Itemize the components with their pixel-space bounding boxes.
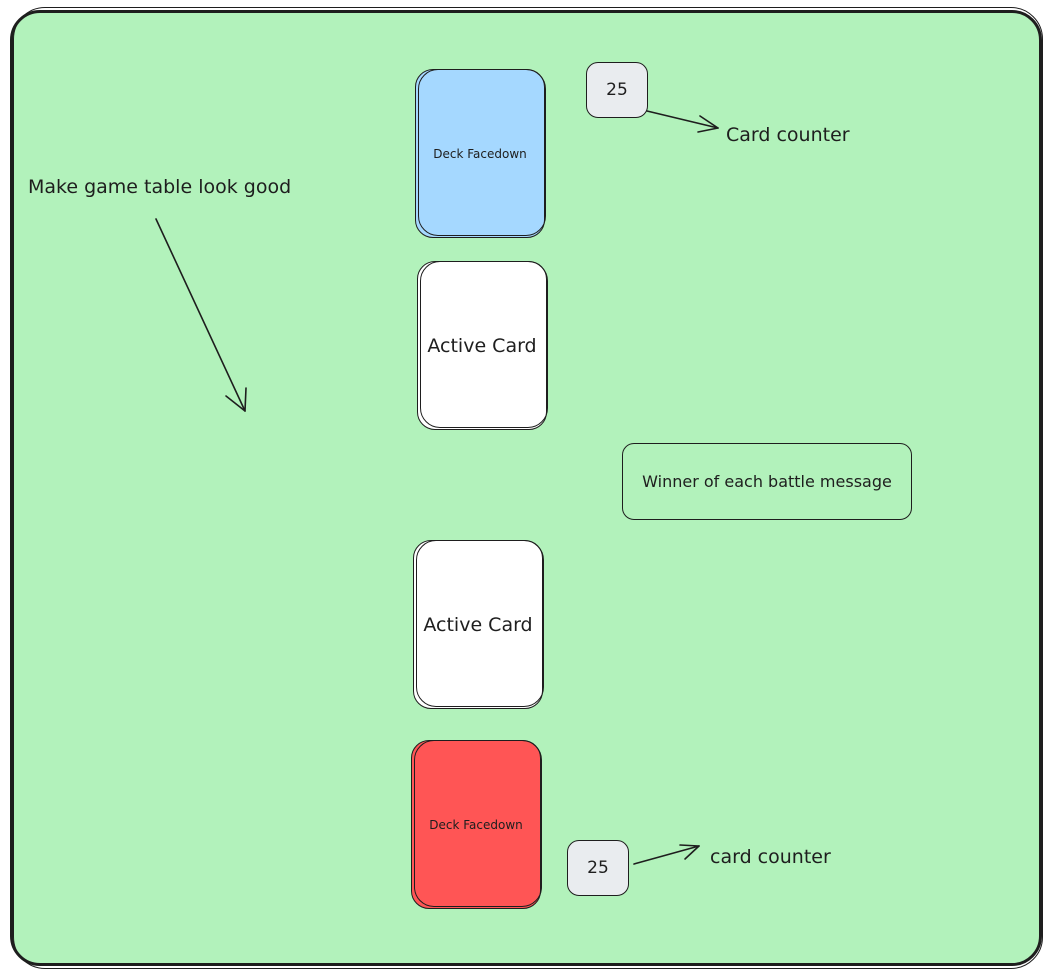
top-card-counter: 25 — [586, 62, 648, 118]
bottom-active-card[interactable]: Active Card — [413, 540, 544, 709]
battle-winner-message-text: Winner of each battle message — [642, 472, 892, 491]
top-active-card-label: Active Card — [427, 334, 537, 357]
bottom-card-counter-note: card counter — [710, 846, 831, 868]
bottom-card-counter-value: 25 — [587, 858, 609, 878]
top-card-counter-note: Card counter — [726, 124, 850, 146]
top-deck-facedown-card[interactable]: Deck Facedown — [415, 69, 546, 238]
table-style-note: Make game table look good — [28, 176, 292, 198]
bottom-active-card-label: Active Card — [423, 613, 533, 636]
bottom-deck-label: Deck Facedown — [429, 817, 523, 832]
bottom-deck-facedown-card[interactable]: Deck Facedown — [411, 740, 542, 909]
top-active-card[interactable]: Active Card — [417, 261, 548, 430]
top-card-counter-value: 25 — [606, 80, 628, 100]
battle-winner-message: Winner of each battle message — [622, 443, 912, 520]
bottom-card-counter: 25 — [567, 840, 629, 896]
top-deck-label: Deck Facedown — [433, 146, 527, 161]
